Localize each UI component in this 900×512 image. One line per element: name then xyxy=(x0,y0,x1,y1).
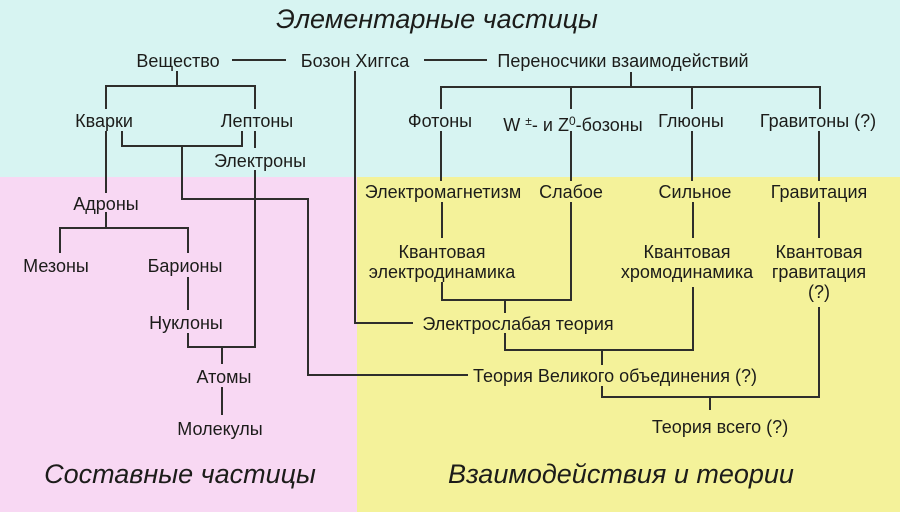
line-bracket-to-gluons xyxy=(691,86,693,109)
line-gut-merge xyxy=(504,349,694,351)
node-quarks: Кварки xyxy=(75,111,133,131)
node-baryons: Барионы xyxy=(147,256,223,276)
node-higgs-boson: Бозон Хиггса xyxy=(300,51,410,71)
wz-zero-superscript: 0 xyxy=(568,114,576,128)
line-nucleons-stub xyxy=(187,333,189,348)
node-force-carriers: Переносчики взаимодействий xyxy=(497,51,749,71)
node-quantum-gravity: Квантовая гравитация (?) xyxy=(771,242,867,302)
line-em-to-qed xyxy=(441,202,443,238)
line-atoms-to-molecules xyxy=(221,387,223,415)
line-ql-drop xyxy=(181,145,183,200)
node-mesons: Мезоны xyxy=(23,256,89,276)
line-bracket-to-baryons xyxy=(187,227,189,253)
node-electromagnetism: Электромагнетизм xyxy=(364,182,522,202)
node-gluons: Глюоны xyxy=(658,111,724,131)
line-gluons-down xyxy=(691,131,693,181)
line-strong-to-qcd xyxy=(692,202,694,238)
line-quarks-to-hadrons xyxy=(105,131,107,193)
node-quantum-chromodynamics: Квантовая хромодинамика xyxy=(620,242,754,282)
line-bracket-to-photons xyxy=(440,86,442,109)
line-qed-down xyxy=(441,282,443,301)
node-leptons: Лептоны xyxy=(220,111,294,131)
line-electroweak-down xyxy=(504,333,506,351)
interactions-theories-heading: Взаимодействия и теории xyxy=(448,459,794,489)
line-ql-bracket-left xyxy=(121,131,123,147)
node-theory-of-everything: Теория всего (?) xyxy=(651,417,789,437)
node-atoms: Атомы xyxy=(196,367,252,387)
line-qg-down xyxy=(818,307,820,398)
line-bracket-to-quarks xyxy=(105,85,107,109)
line-electrons-to-atoms xyxy=(254,170,256,348)
line-gut-down xyxy=(601,386,603,398)
line-gravitons-down xyxy=(818,131,820,181)
line-weak-down xyxy=(570,202,572,301)
node-grand-unified-theory: Теория Великого объединения (?) xyxy=(473,366,757,386)
line-wz-down xyxy=(570,131,572,181)
line-matter-bracket xyxy=(105,85,256,87)
node-weak-interaction: Слабое xyxy=(539,182,603,202)
line-photons-down xyxy=(440,131,442,181)
node-nucleons: Нуклоны xyxy=(149,313,223,333)
node-photons: Фотоны xyxy=(407,111,473,131)
line-higgs-to-electroweak xyxy=(354,322,413,324)
node-quantum-electrodynamics: Квантовая электродинамика xyxy=(368,242,516,282)
node-molecules: Молекулы xyxy=(177,419,263,439)
node-matter: Вещество xyxy=(136,51,220,71)
node-strong-interaction: Сильное xyxy=(658,182,732,202)
node-wz-bosons: W ±- и Z0-бозоны xyxy=(503,114,643,135)
node-hadrons: Адроны xyxy=(73,194,139,214)
line-gut-long-v xyxy=(307,198,309,376)
line-atoms-drop xyxy=(221,346,223,364)
line-baryons-to-nucleons xyxy=(187,277,189,310)
line-carriers-bracket xyxy=(440,86,820,88)
line-higgs-carriers-dash xyxy=(424,59,487,61)
line-electroweak-drop xyxy=(504,299,506,313)
line-gut-drop xyxy=(601,349,603,365)
line-ql-bracket-right xyxy=(241,131,243,147)
line-higgs-down xyxy=(354,71,356,324)
line-gut-long-h xyxy=(307,374,468,376)
line-bracket-to-gravitons xyxy=(819,86,821,109)
line-leptons-to-electrons xyxy=(254,131,256,148)
line-qcd-down xyxy=(692,287,694,351)
line-hadrons-bracket xyxy=(59,227,189,229)
line-ql-to-gut-h xyxy=(181,198,309,200)
line-gravity-to-qg xyxy=(818,202,820,238)
diagram-title: Элементарные частицы xyxy=(276,4,598,34)
node-gravitons: Гравитоны (?) xyxy=(759,111,877,131)
node-gravitation: Гравитация xyxy=(770,182,868,202)
elementary-particles-region xyxy=(0,0,900,177)
wz-plusminus-superscript: ± xyxy=(525,114,532,128)
line-bracket-to-wz xyxy=(570,86,572,109)
line-bracket-to-mesons xyxy=(59,227,61,253)
node-electroweak-theory: Электрослабая теория xyxy=(422,314,614,334)
interactions-theories-region xyxy=(357,177,900,512)
line-bracket-to-leptons xyxy=(254,85,256,109)
line-carriers-stub xyxy=(630,72,632,87)
line-hadrons-stub xyxy=(105,212,107,228)
line-matter-stub xyxy=(176,71,178,86)
line-toe-drop xyxy=(709,396,711,410)
line-electroweak-merge xyxy=(441,299,572,301)
line-matter-higgs-dash xyxy=(232,59,286,61)
node-electrons: Электроны xyxy=(213,151,307,171)
composite-particles-heading: Составные частицы xyxy=(44,459,316,489)
